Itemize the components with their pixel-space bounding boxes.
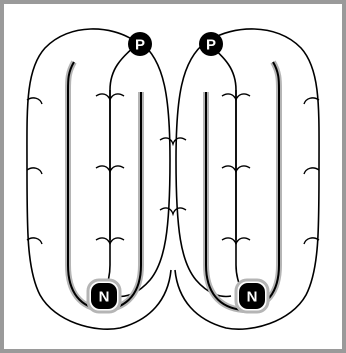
- arrow-mark: [95, 237, 125, 247]
- arrow-mark: [221, 237, 251, 247]
- node-p-left: P: [128, 32, 152, 56]
- arrow-mark: [26, 237, 43, 245]
- arrow-mark: [221, 93, 251, 103]
- node-p-left-label: P: [135, 37, 145, 54]
- arrow-mark: [95, 165, 125, 175]
- arrow-mark: [221, 165, 251, 175]
- node-n-right-label: N: [247, 289, 258, 306]
- field-loop-left-outer: [26, 28, 172, 330]
- node-n-right-box: [239, 283, 265, 309]
- arrow-mark: [303, 97, 320, 105]
- arrow-mark: [159, 207, 187, 217]
- node-n-left-label: N: [99, 289, 110, 306]
- arrow-mark: [303, 237, 320, 245]
- arrow-mark: [159, 137, 187, 147]
- arrow-mark: [26, 97, 43, 105]
- node-p-right: P: [199, 32, 223, 56]
- arrow-mark: [95, 93, 125, 103]
- node-p-right-label: P: [206, 37, 216, 54]
- field-loop-right-outer: [174, 28, 320, 330]
- conductor-left: [67, 61, 142, 312]
- field-arrows: [26, 93, 320, 247]
- node-n-left: N: [86, 278, 122, 314]
- arrow-mark: [303, 167, 320, 175]
- node-p-left-circle: [128, 32, 152, 56]
- node-n-left-box: [91, 283, 117, 309]
- node-p-right-circle: [199, 32, 223, 56]
- node-n-right: N: [234, 278, 270, 314]
- arrow-mark: [26, 167, 43, 175]
